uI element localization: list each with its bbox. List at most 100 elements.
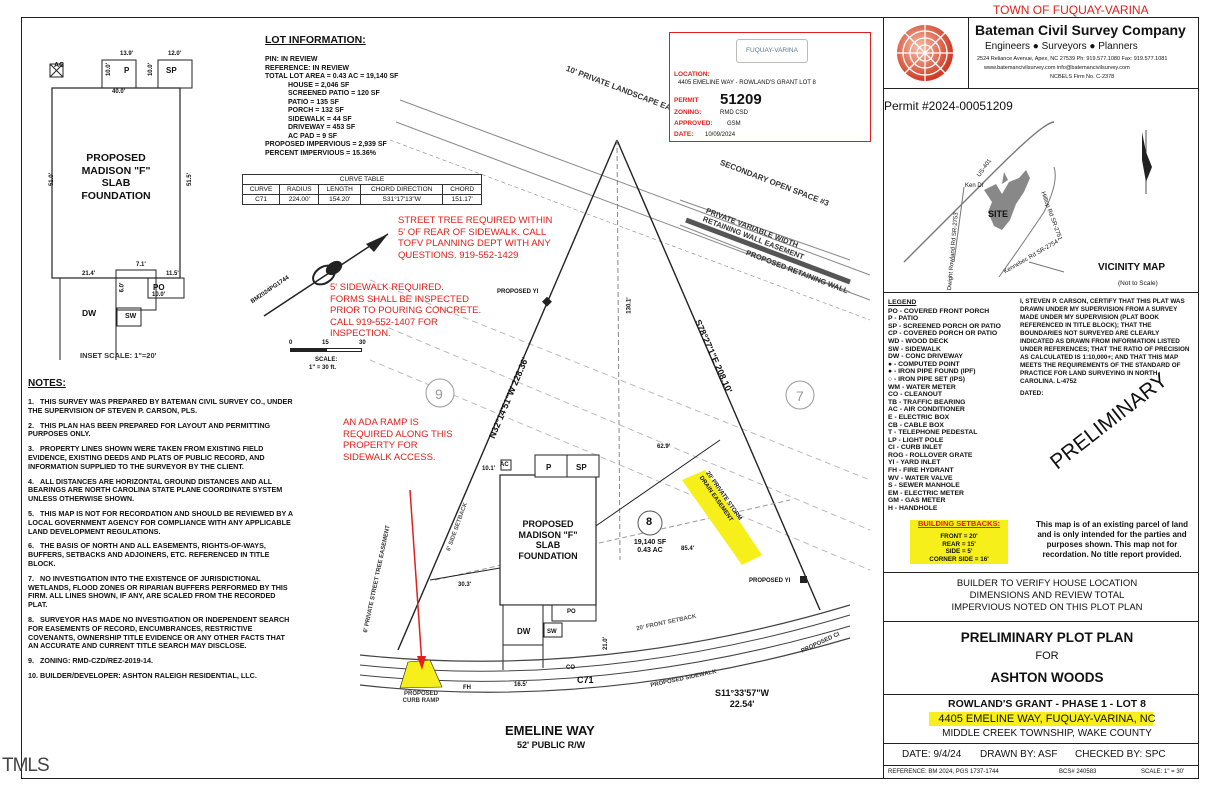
inset-p-label: P	[124, 66, 130, 75]
permit-number-title: Permit #2024-00051209	[884, 99, 1013, 113]
street-tree-note: STREET TREE REQUIRED WITHIN 5' OF REAR O…	[398, 215, 553, 261]
inset-sw-label: SW	[125, 313, 137, 320]
mls-watermark: TMLS	[2, 755, 50, 776]
legend-item: DW - CONC DRIVEWAY	[888, 353, 963, 361]
proposed-yi-label: PROPOSED YI	[749, 578, 791, 584]
dimension-label: 10.1'	[482, 466, 496, 472]
subdivision: ROWLAND'S GRANT - PHASE 1 - LOT 8	[948, 698, 1146, 710]
plan-p-label: P	[546, 463, 552, 472]
disclaimer: This map is of an existing parcel of lan…	[1035, 520, 1189, 559]
plan-title: PRELIMINARY PLOT PLAN	[960, 630, 1134, 645]
lot-8-label: 8	[646, 516, 653, 528]
note-item: 7.NO INVESTIGATION INTO THE EXISTENCE OF…	[28, 573, 288, 610]
dimension-label: 16.5'	[514, 682, 528, 688]
inset-dim: 40.0'	[112, 89, 126, 95]
plan-sw-label: SW	[547, 629, 557, 635]
company-logo-icon	[897, 25, 953, 81]
plan-date: DATE: 9/4/24	[902, 749, 962, 760]
dimension-label: 62.9'	[657, 444, 671, 450]
legend-item: ROG - ROLLOVER GRATE	[888, 451, 973, 459]
company-address: 2524 Reliance Avenue, Apex, NC 27539 Ph:…	[977, 56, 1168, 62]
notes-title: NOTES:	[28, 378, 66, 389]
legend-item: P - PATIO	[888, 315, 919, 323]
property-address: 4405 EMELINE WAY, FUQUAY-VARINA, NC	[938, 713, 1156, 725]
legend-item: H - HANDHOLE	[888, 505, 938, 513]
note-item: 10.BUILDER/DEVELOPER: ASHTON RALEIGH RES…	[28, 670, 257, 680]
client-name: ASHTON WOODS	[990, 670, 1104, 685]
lot-9-label: 9	[435, 386, 443, 402]
note-item: 4.ALL DISTANCES ARE HORIZONTAL GROUND DI…	[28, 476, 283, 504]
note-item: 5.THIS MAP IS NOT FOR RECORDATION AND SH…	[28, 508, 293, 536]
curb-ramp-label: PROPOSED CURB RAMP	[402, 691, 440, 704]
note-item: 1.THIS SURVEY WAS PREPARED BY BATEMAN CI…	[28, 397, 293, 415]
firm-number: NCBELS Firm No. C-2378	[1050, 74, 1115, 80]
notes-section: NOTES: 1.THIS SURVEY WAS PREPARED BY BAT…	[28, 378, 294, 687]
plan-foundation-label: PROPOSED MADISON "F" SLAB FOUNDATION	[518, 519, 578, 561]
bearing-bottom: S11°33'57"W 22.54'	[715, 688, 770, 709]
company-web: www.batemancivilsurvey.com info@batemanc…	[984, 65, 1130, 71]
fire-hydrant-label: FH	[463, 685, 471, 691]
title-scale: SCALE: 1" = 30'	[1141, 769, 1185, 775]
building-setbacks: BUILDING SETBACKS: FRONT = 20' REAR = 15…	[910, 519, 1008, 564]
lot-info-title: LOT INFORMATION:	[265, 34, 366, 46]
legend-item: YI - YARD INLET	[888, 459, 941, 467]
legend-item: S - SEWER MANHOLE	[888, 482, 960, 490]
legend-item: CP - COVERED PORCH OR PATIO	[888, 330, 998, 338]
title-block	[883, 17, 1199, 779]
inset-dim: 7.1'	[136, 262, 146, 268]
builder-note: BUILDER TO VERIFY HOUSE LOCATION DIMENSI…	[951, 578, 1143, 613]
cleanout-label: CO	[566, 665, 575, 671]
inset-dim: 12.0'	[168, 51, 182, 57]
legend-item: EM - ELECTRIC METER	[888, 489, 964, 497]
site-plan-drawing	[359, 99, 871, 693]
dimension-label: 30.3'	[458, 582, 472, 588]
legend-item: AC - AIR CONDITIONER	[888, 406, 965, 414]
setbacks-title: BUILDING SETBACKS:	[917, 519, 1001, 528]
legend-item: WV - WATER VALVE	[888, 474, 953, 482]
sidewalk-note: 5' SIDEWALK REQUIRED. FORMS SHALL BE INS…	[330, 282, 482, 339]
legend-item: WD - WOOD DECK	[888, 337, 949, 345]
inset-ac-label: AC	[54, 62, 65, 69]
plan-sp-label: SP	[576, 463, 587, 472]
legend-item: T - TELEPHONE PEDESTAL	[888, 429, 978, 437]
bcs-number: BCS# 240583	[1059, 769, 1097, 775]
curve-table: CURVE TABLE CURVE RADIUS LENGTH CHORD DI…	[241, 174, 482, 205]
plan-dw-label: DW	[517, 627, 531, 636]
ada-ramp-note: AN ADA RAMP IS REQUIRED ALONG THIS PROPE…	[343, 417, 453, 463]
table-row: C71 224.00' 154.20' S31°17'13"W 151.17'	[241, 194, 482, 205]
legend: LEGEND PO - COVERED FRONT PORCH P - PATI…	[888, 299, 1028, 513]
township: MIDDLE CREEK TOWNSHIP, WAKE COUNTY	[942, 728, 1152, 739]
legend-title: LEGEND	[888, 299, 917, 306]
permit-number: 51209	[720, 91, 762, 108]
inset-dim: 21.4'	[82, 271, 96, 277]
legend-item: WM - WATER METER	[888, 383, 956, 391]
inset-po-label: PO	[153, 283, 165, 292]
note-item: 6.THE BASIS OF NORTH AND ALL EASEMENTS, …	[28, 541, 270, 568]
legend-item: FH - FIRE HYDRANT	[888, 467, 954, 475]
right-of-way-label: 52' PUBLIC R/W	[517, 740, 586, 750]
inset-foundation-label: PROPOSED MADISON "F" SLAB FOUNDATION	[81, 152, 151, 202]
surveyor-certification: I, STEVEN P. CARSON, CERTIFY THAT THIS P…	[1020, 298, 1190, 385]
legend-item: TB - TRAFFIC BEARING	[888, 398, 966, 406]
plan-for: FOR	[1035, 650, 1059, 662]
legend-item: SW - SIDEWALK	[888, 345, 941, 353]
inset-dw-label: DW	[82, 308, 97, 318]
note-item: 3.PROPERTY LINES SHOWN WERE TAKEN FROM E…	[28, 444, 265, 471]
vicinity-subtitle: (Not to Scale)	[1118, 280, 1158, 287]
legend-item: PO - COVERED FRONT PORCH	[888, 307, 990, 315]
checked-by: CHECKED BY: SPC	[1075, 749, 1166, 760]
drawing-frame	[21, 17, 883, 779]
legend-item: ○ - IRON PIPE SET (IPS)	[888, 375, 965, 383]
note-item: 2.THIS PLAN HAS BEEN PREPARED FOR LAYOUT…	[28, 420, 271, 439]
legend-item: ● - IRON PIPE FOUND (IPF)	[888, 368, 976, 376]
drawn-by: DRAWN BY: ASF	[980, 749, 1058, 760]
inset-dim: 11.5'	[166, 271, 179, 277]
lot-7-label: 7	[796, 388, 804, 404]
permit-location: 4405 EMELINE WAY - ROWLAND'S GRANT LOT 8	[678, 80, 816, 86]
reference-line: REFERENCE: BM 2024, PGS 1737-1744	[888, 769, 999, 775]
legend-item: E - ELECTRIC BOX	[888, 413, 950, 421]
certification-dated: DATED:	[1020, 390, 1044, 397]
legend-item: CI - CURB INLET	[888, 444, 942, 452]
legend-item: ● - COMPUTED POINT	[888, 360, 960, 368]
plan-po-label: PO	[567, 609, 576, 615]
